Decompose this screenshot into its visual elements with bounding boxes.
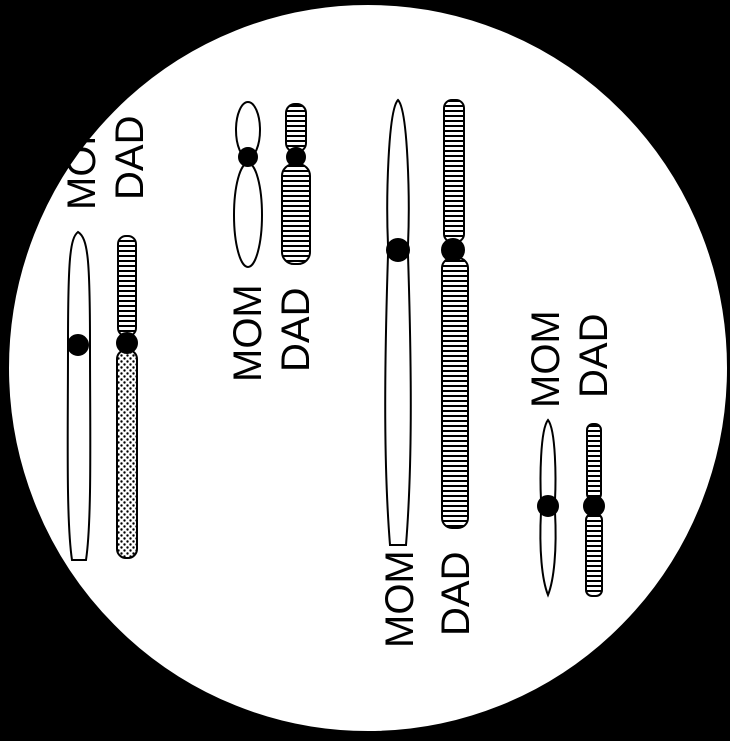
pair2-mom-chromosome bbox=[234, 102, 262, 267]
pair2-dad-chromosome bbox=[282, 104, 310, 264]
pair2-dad-label: DAD bbox=[276, 288, 316, 372]
pair3-mom-chromosome bbox=[385, 100, 411, 545]
pair1-dad-chromosome bbox=[117, 236, 137, 558]
pair3-dad-chromosome bbox=[442, 100, 468, 528]
pair4-mom-chromosome bbox=[538, 420, 558, 595]
pair4-mom-label: MOM bbox=[526, 310, 566, 408]
pair3-dad-label: DAD bbox=[436, 552, 476, 636]
pair4-dad-chromosome bbox=[584, 424, 604, 596]
pair4-dad-label: DAD bbox=[574, 314, 614, 398]
pair2-mom-label: MOM bbox=[228, 284, 268, 382]
pair3-mom-label: MOM bbox=[380, 550, 420, 648]
pair1-mom-label: MOM bbox=[62, 112, 102, 210]
pair1-mom-chromosome bbox=[68, 232, 91, 560]
pair1-dad-label: DAD bbox=[110, 116, 150, 200]
